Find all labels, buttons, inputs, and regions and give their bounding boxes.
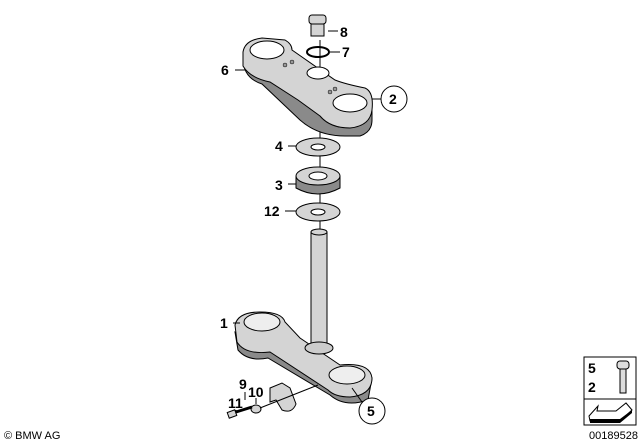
washer-12 (295, 202, 341, 222)
bracket-9 (269, 382, 297, 412)
callout-10: 10 (248, 384, 264, 400)
callout-6: 6 (221, 62, 229, 78)
callout-9: 9 (239, 376, 247, 392)
drawing-number: 00189528 (589, 430, 638, 442)
callout-1: 1 (220, 315, 228, 331)
callout-5: 5 (367, 403, 375, 419)
spacer-10 (250, 404, 262, 414)
bolt-11 (226, 405, 253, 419)
legend-inset: 5 2 (583, 356, 637, 426)
bolt-icon (616, 360, 630, 394)
callout-circle-5 (358, 397, 386, 425)
callout-12: 12 (264, 203, 280, 219)
bolt-8 (308, 14, 327, 37)
callout-2: 2 (389, 91, 397, 107)
upper-triple-clamp (242, 37, 373, 137)
callout-11: 11 (228, 395, 243, 411)
legend-bottom: 2 (588, 379, 596, 395)
axis-line-lower (259, 384, 319, 409)
callout-3: 3 (275, 177, 283, 193)
callout-7: 7 (342, 44, 350, 60)
callout-8: 8 (340, 24, 348, 40)
washer-4 (295, 137, 341, 157)
steering-stem (304, 228, 334, 355)
copyright: © BMW AG (4, 430, 61, 442)
legend-top: 5 (588, 360, 596, 376)
callout-circle-2 (380, 85, 408, 113)
ring-7 (306, 46, 330, 58)
callout-4: 4 (275, 138, 283, 154)
bearing-3 (295, 166, 341, 195)
lower-triple-clamp (234, 311, 373, 404)
